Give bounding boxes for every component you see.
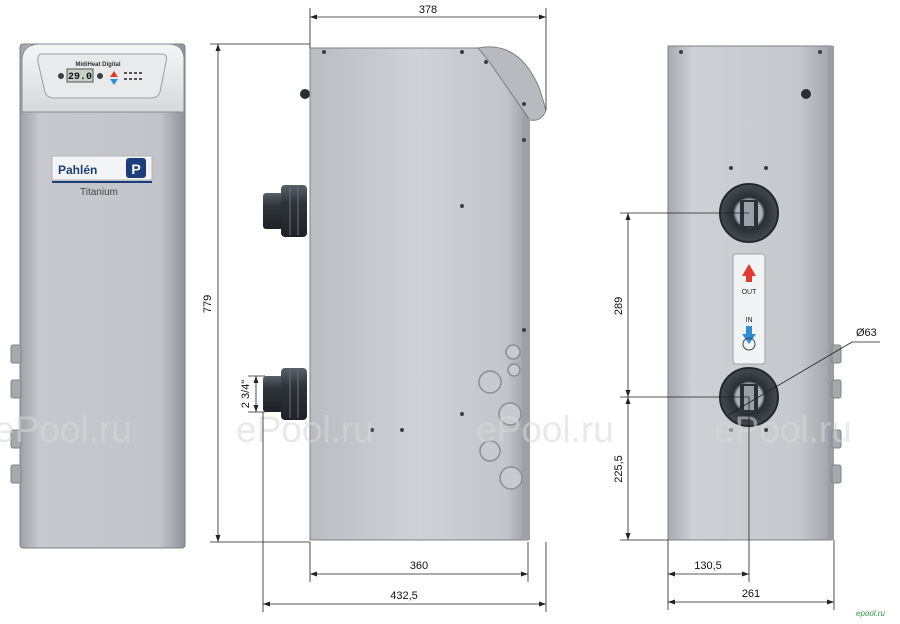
front-view: MidiHeat Digital 29.0 Pahlén P Titanium — [10, 43, 186, 549]
in-arrow-icon — [742, 326, 756, 344]
temperature-value: 29.0 — [68, 72, 92, 83]
minus-button-icon[interactable] — [58, 73, 64, 79]
dim-total-depth: 432,5 — [390, 590, 418, 602]
dim-port-diameter: Ø63 — [856, 327, 877, 339]
dim-body-depth: 360 — [410, 560, 428, 572]
watermark: ePool.ru — [714, 409, 852, 450]
model-name: Titanium — [80, 187, 118, 198]
watermark: ePool.ru — [0, 409, 132, 450]
back-cap-icon — [801, 89, 811, 99]
up-arrow-icon[interactable] — [110, 71, 118, 77]
dim-port-spacing: 289 — [613, 297, 625, 315]
cable-glands — [478, 344, 523, 490]
dimension-arrows — [215, 14, 834, 607]
dim-connection: 2 3/4" — [240, 380, 252, 408]
watermarks: ePool.ru ePool.ru ePool.ru ePool.ru — [0, 409, 852, 450]
watermark: ePool.ru — [476, 409, 614, 450]
brand-name: Pahlén — [58, 163, 97, 177]
out-arrow-icon — [742, 264, 756, 282]
dim-front-width: 261 — [742, 588, 760, 600]
out-label: OUT — [742, 289, 758, 296]
lower-pipe — [263, 368, 307, 420]
corner-mark: epool.ru — [856, 609, 885, 618]
side-screws — [322, 50, 526, 432]
dimension-labels: 378 779 2 3/4" 360 432,5 289 225,5 130,5… — [202, 4, 877, 602]
sensor-cap-icon — [300, 89, 310, 99]
dim-port-offset: 130,5 — [694, 560, 722, 572]
plus-button-icon[interactable] — [97, 73, 103, 79]
side-body — [309, 47, 529, 541]
dim-height: 779 — [202, 295, 214, 313]
dim-port-height: 225,5 — [613, 455, 625, 483]
side-view — [263, 46, 547, 541]
upper-pipe — [263, 185, 307, 237]
back-screws — [679, 50, 822, 432]
dimension-lines — [210, 8, 880, 612]
indicator-leds-icon — [124, 72, 142, 80]
down-arrow-icon[interactable] — [110, 79, 118, 85]
port-label-plate — [732, 253, 766, 365]
back-knockouts — [831, 344, 842, 484]
in-label: IN — [746, 317, 753, 324]
watermark: ePool.ru — [236, 409, 374, 450]
back-view: OUT IN — [667, 45, 842, 541]
svg-text:P: P — [131, 161, 140, 177]
temperature-display — [66, 68, 94, 83]
dim-top-width: 378 — [419, 4, 437, 16]
brand-logo-icon: P — [126, 158, 146, 178]
panel-title: MidiHeat Digital — [75, 62, 120, 68]
side-top-cap — [477, 46, 547, 121]
side-knockouts — [10, 344, 22, 484]
front-body — [19, 43, 186, 549]
